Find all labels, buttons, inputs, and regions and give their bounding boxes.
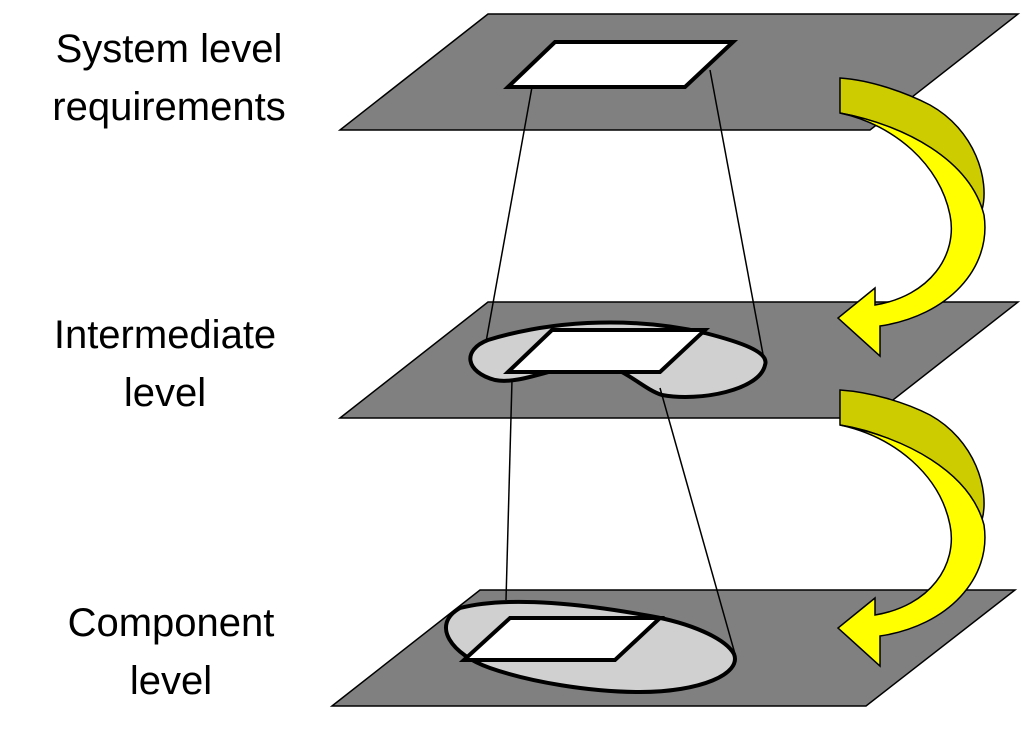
arrow-1-front [836, 112, 986, 358]
downward-curved-arrow-1 [836, 77, 986, 358]
intermediate-level-label-line-1: Intermediate [53, 313, 277, 357]
system-level-label-line-1: System level [55, 27, 283, 71]
intermediate-level-layer [337, 301, 1021, 419]
downward-curved-arrow-2 [836, 389, 986, 668]
component-box [458, 616, 666, 662]
system-requirement-box [503, 40, 739, 89]
intermediate-box [503, 328, 711, 374]
projection-lines [485, 69, 766, 655]
system-level-label-line-2: requirements [52, 85, 286, 129]
component-level-label: Component level [28, 594, 314, 710]
component-level-label-line-2: level [129, 659, 213, 703]
intermediate-level-label-line-2: level [123, 371, 207, 415]
component-level-layer [329, 589, 1018, 707]
projection-line-bottom-left [505, 379, 513, 601]
intermediate-level-label: Intermediate level [22, 306, 308, 422]
projection-line-top-left [485, 86, 533, 343]
projection-line-bottom-right [659, 387, 736, 655]
arrow-2-front [836, 424, 986, 668]
component-level-label-line-1: Component [67, 601, 275, 645]
projection-line-top-right [709, 69, 766, 366]
system-level-label: System level requirements [26, 20, 312, 136]
